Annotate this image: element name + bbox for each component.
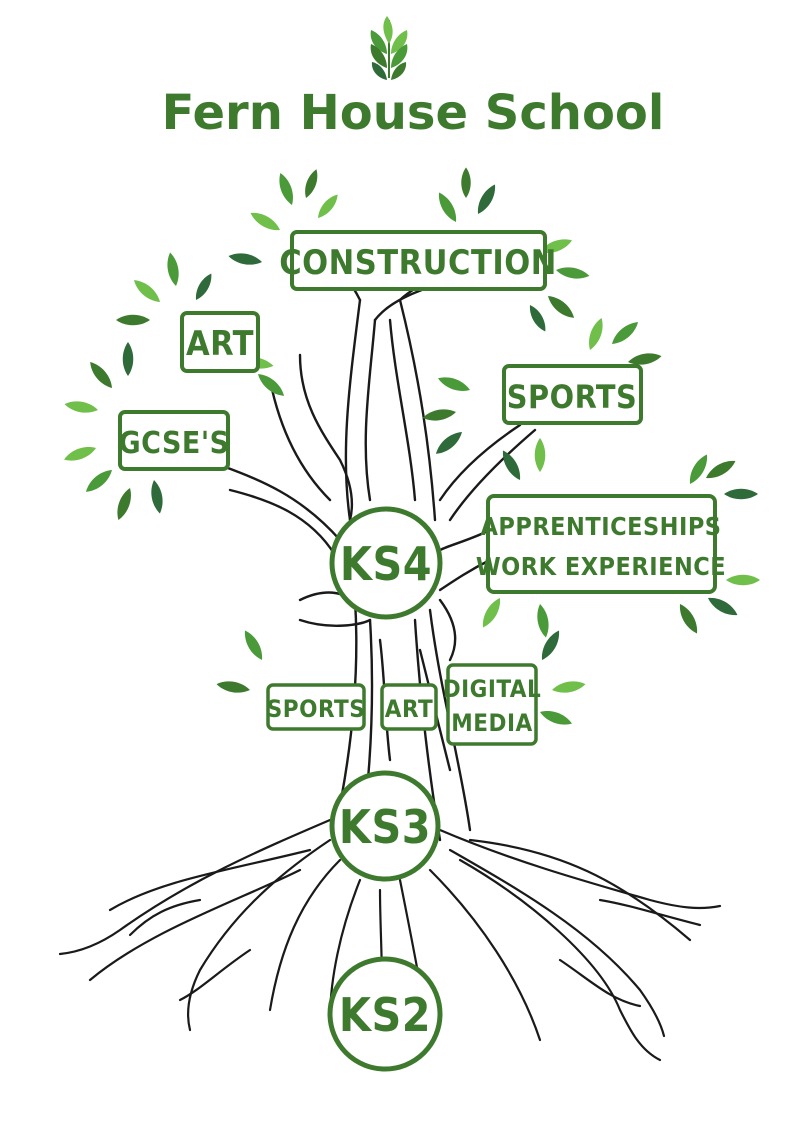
leaf-shape [540, 239, 572, 253]
node-digital-media: DIGITAL MEDIA [443, 663, 542, 746]
fern-leaf-icon [370, 16, 408, 80]
leaf-shape [64, 447, 96, 461]
leaf-shape [726, 574, 760, 586]
node-ks4: KS4 [329, 506, 443, 620]
leaf-shape [258, 374, 285, 396]
leaf-shape [706, 460, 736, 479]
node-construction: CONSTRUCTION [279, 230, 557, 291]
leaf-shape [318, 194, 338, 218]
leaf-shape [548, 296, 575, 318]
leaf-shape [90, 361, 112, 388]
leaf-shape [461, 167, 471, 198]
leaf-shape [116, 314, 150, 326]
leaf-shape [438, 377, 470, 391]
leaf-shape [250, 212, 280, 231]
leaf-shape [244, 630, 263, 660]
leaf-shape [435, 432, 462, 454]
node-sports-ks3: SPORTS [266, 683, 366, 731]
node-art-ks4: ART [180, 311, 260, 373]
leaf-shape [708, 597, 738, 616]
label-gcses: GCSE'S [118, 426, 229, 461]
label-digital: DIGITAL [443, 675, 542, 703]
leaf-shape [305, 169, 318, 198]
node-sports-ks4: SPORTS [502, 364, 643, 425]
node-art-ks3: ART [380, 683, 438, 731]
leaf-shape [537, 604, 549, 638]
leaf-shape [482, 598, 501, 628]
label-ks2: KS2 [339, 988, 431, 1042]
node-apprenticeships: APPRENTICESHIPS WORK EXPERIENCE [476, 494, 726, 594]
label-work-experience: WORK EXPERIENCE [476, 552, 726, 581]
leaf-shape [612, 322, 639, 344]
leaf-shape [438, 192, 457, 222]
leaf-shape [552, 681, 586, 693]
leaf-shape [534, 438, 546, 472]
leaf-shape [541, 630, 560, 660]
label-art-ks4: ART [186, 324, 254, 364]
label-sports-ks3: SPORTS [267, 695, 366, 723]
node-gcses: GCSE'S [118, 410, 230, 471]
leaf-shape [540, 711, 572, 725]
leaf-shape [195, 273, 212, 300]
leaf-clusters [64, 167, 760, 725]
leaf-shape [628, 353, 662, 365]
leaf-shape [589, 318, 603, 350]
label-media: MEDIA [451, 709, 532, 737]
label-construction: CONSTRUCTION [279, 243, 557, 283]
leaf-shape [529, 305, 546, 332]
label-ks3: KS3 [339, 800, 431, 854]
leaf-shape [216, 681, 250, 693]
leaf-shape [689, 454, 708, 484]
leaf-shape [502, 450, 521, 480]
leaf-shape [556, 267, 590, 279]
leaf-shape [122, 342, 134, 376]
leaf-shape [724, 488, 758, 500]
leaf-shape [151, 480, 163, 514]
label-ks4: KS4 [340, 537, 432, 591]
leaf-shape [679, 604, 698, 634]
node-ks2: KS2 [327, 956, 443, 1072]
leaf-shape [64, 401, 98, 413]
leaf-shape [422, 409, 456, 421]
leaf-shape [279, 173, 293, 205]
label-apprenticeships: APPRENTICESHIPS [480, 512, 721, 541]
leaf-shape [117, 488, 131, 520]
label-sports-ks4: SPORTS [507, 378, 637, 416]
leaf-shape [133, 280, 160, 302]
leaf-shape [85, 470, 112, 492]
leaf-shape [477, 184, 496, 214]
label-art-ks3: ART [385, 695, 434, 723]
leaf-shape [167, 252, 179, 286]
leaf-shape [228, 253, 262, 265]
school-name: Fern House School [162, 85, 665, 141]
node-ks3: KS3 [329, 770, 441, 882]
